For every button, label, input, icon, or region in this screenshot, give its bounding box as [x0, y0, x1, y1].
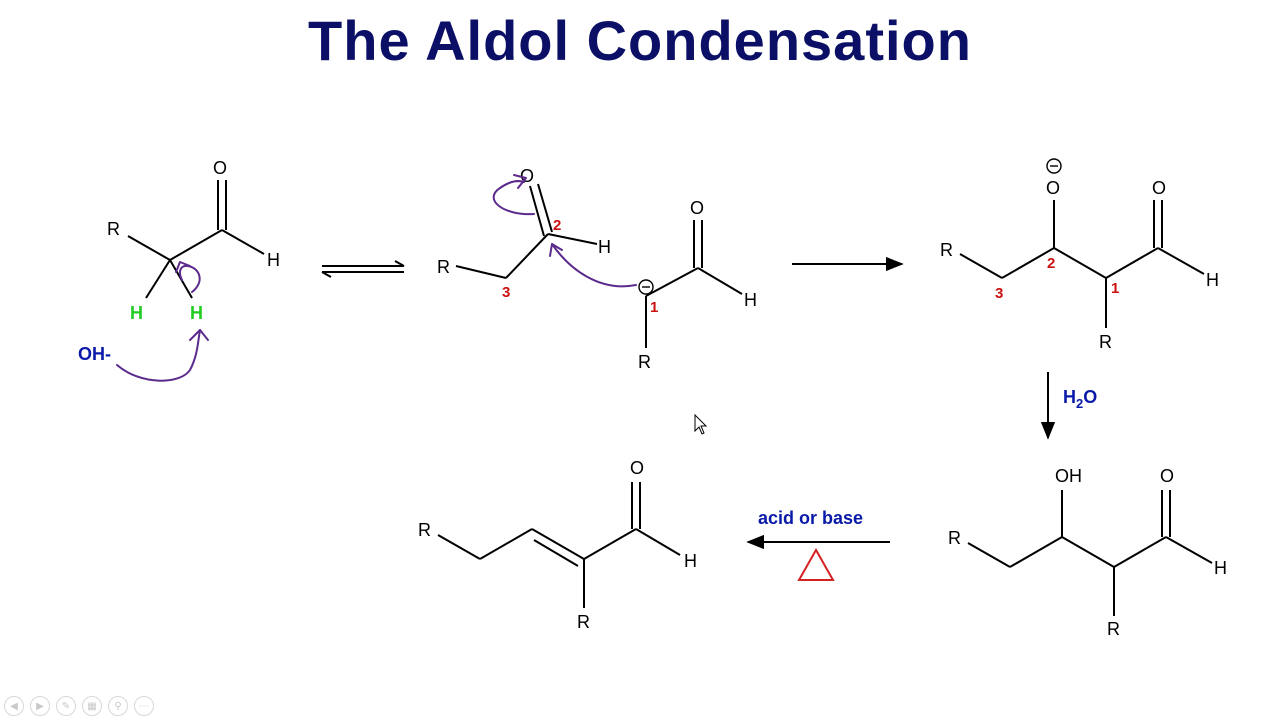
deprotonation-arrow [116, 329, 201, 382]
more-icon[interactable]: ⋯ [134, 696, 154, 716]
atom-o: O [630, 458, 644, 478]
carbonyl-arrow [492, 180, 535, 216]
atom-r: R [418, 520, 431, 540]
alpha-h-left: H [130, 303, 143, 323]
atom-h: H [684, 551, 697, 571]
carbon-number-1: 1 [650, 299, 658, 316]
negative-charge-icon [1046, 158, 1062, 174]
heat-icon [797, 547, 835, 581]
zoom-icon[interactable]: ⚲ [108, 696, 128, 716]
atom-r: R [638, 352, 651, 372]
hydroxide-label: OH- [78, 344, 111, 364]
negative-charge-icon [638, 279, 654, 295]
equilibrium-arrow [321, 260, 405, 278]
atom-r: R [1099, 332, 1112, 352]
slides-icon[interactable]: ▦ [82, 696, 102, 716]
atom-h: H [598, 237, 611, 257]
enolate-arrow [179, 264, 201, 293]
prev-icon[interactable]: ◀ [4, 696, 24, 716]
atom-o: O [1160, 466, 1174, 486]
carbon-number-2: 2 [553, 217, 561, 234]
carbon-number-3: 3 [502, 284, 510, 301]
condition-label: acid or base [758, 508, 863, 528]
atom-o: O [213, 158, 227, 178]
molecule-enal: R O H R [418, 458, 697, 632]
atom-h: H [1214, 558, 1227, 578]
nucleophilic-attack-arrow [551, 243, 637, 288]
atom-r: R [437, 257, 450, 277]
next-icon[interactable]: ▶ [30, 696, 50, 716]
atom-r: R [1107, 619, 1120, 639]
atom-o: O [690, 198, 704, 218]
atom-r: R [948, 528, 961, 548]
atom-h: H [1206, 270, 1219, 290]
atom-h: H [744, 290, 757, 310]
pen-icon[interactable]: ✎ [56, 696, 76, 716]
atom-r: R [940, 240, 953, 260]
slideshow-toolbar: ◀ ▶ ✎ ▦ ⚲ ⋯ [4, 696, 154, 716]
carbon-number-3: 3 [995, 285, 1003, 302]
atom-oh: OH [1055, 466, 1082, 486]
molecule-enolate-pair: R O H 3 2 O H R 1 [437, 166, 757, 372]
molecule-alkoxide: R O O H R 3 2 1 [940, 158, 1219, 352]
mouse-cursor-icon [694, 414, 708, 435]
carbon-number-1: 1 [1111, 280, 1119, 297]
slide-title: The Aldol Condensation [308, 9, 972, 72]
molecule-aldehyde: R O H H H OH- [78, 158, 280, 382]
atom-r: R [107, 219, 120, 239]
atom-o: O [1046, 178, 1060, 198]
alpha-h-right: H [190, 303, 203, 323]
atom-h: H [267, 250, 280, 270]
atom-o: O [1152, 178, 1166, 198]
carbon-number-2: 2 [1047, 255, 1055, 272]
atom-r: R [577, 612, 590, 632]
water-label: H2O [1063, 387, 1097, 411]
molecule-aldol: R OH O H R [948, 466, 1227, 639]
